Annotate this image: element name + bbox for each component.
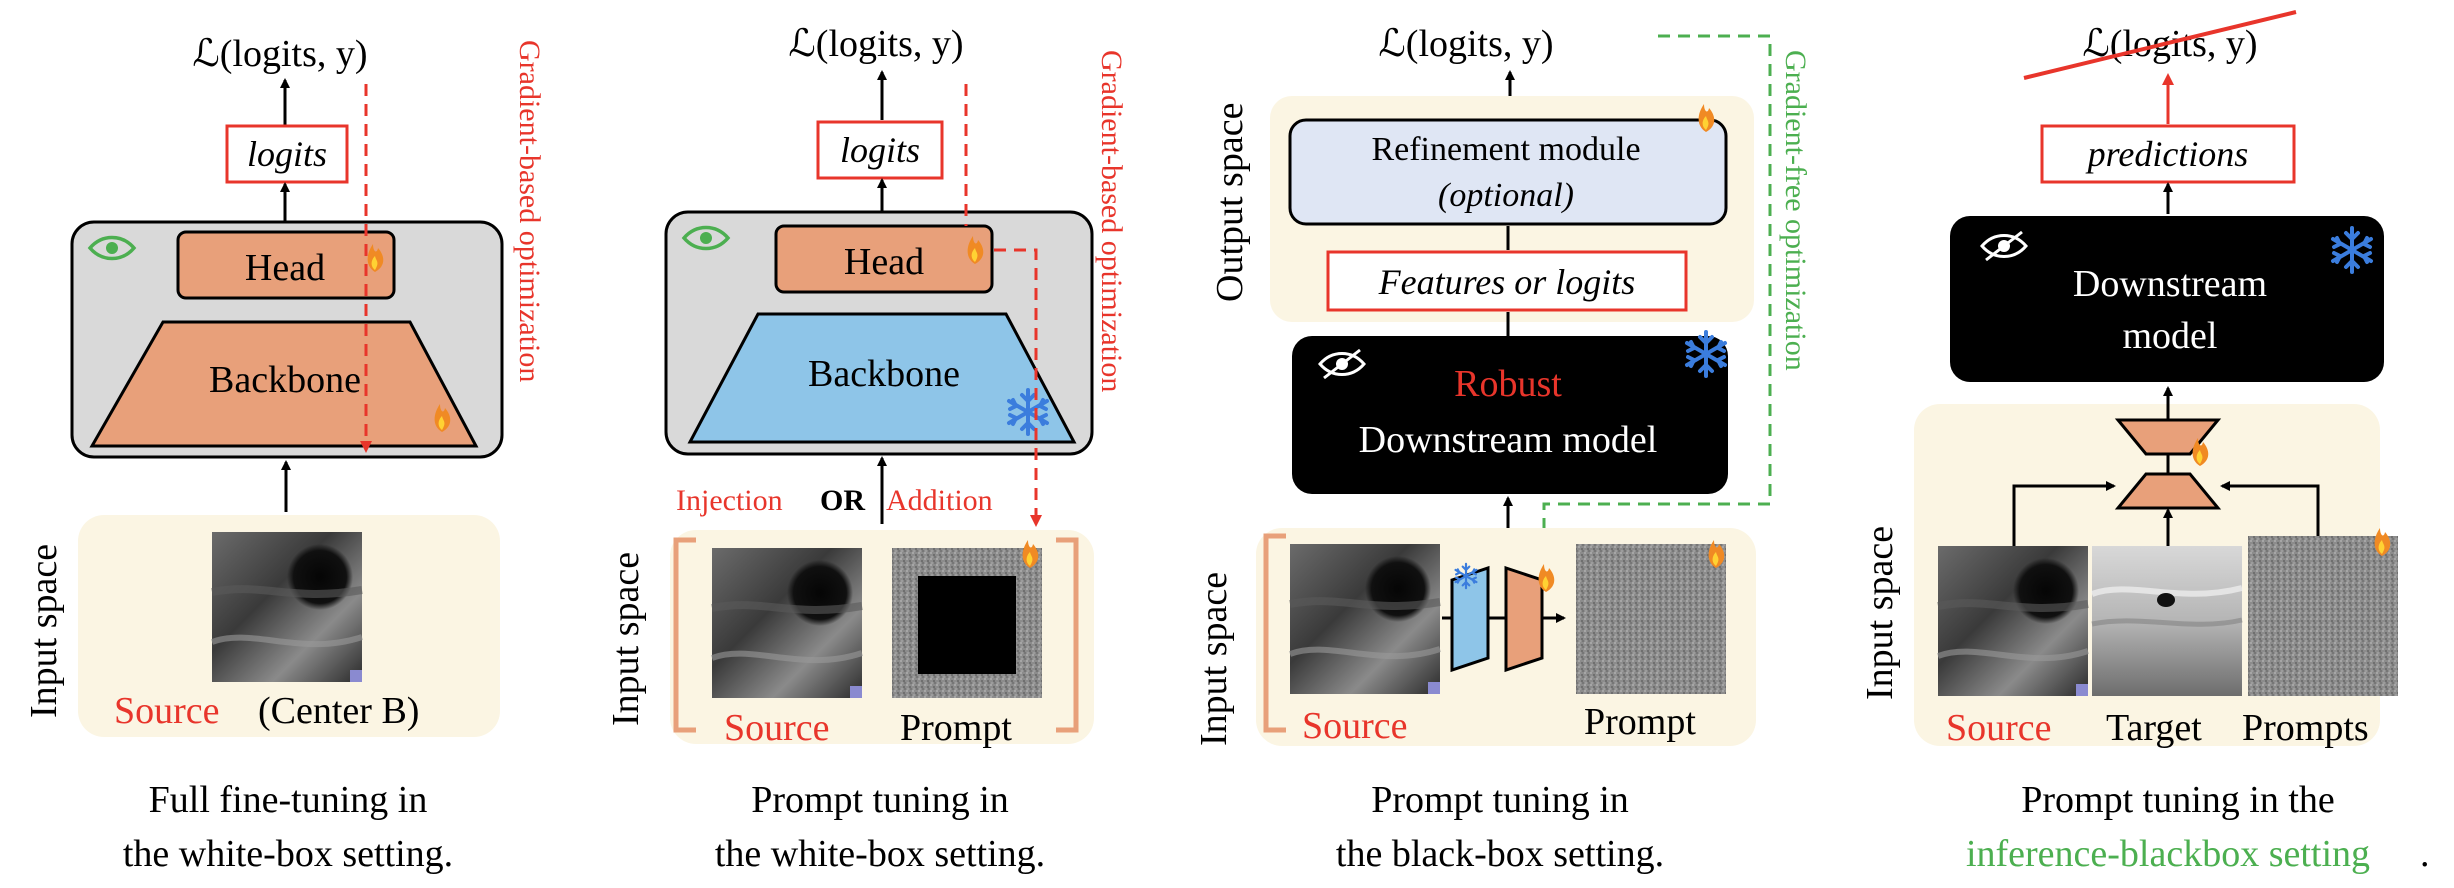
caption-line1: Full fine-tuning in xyxy=(149,779,428,821)
loss-label: ℒ(logits, y) xyxy=(1378,23,1553,65)
refinement-box xyxy=(1288,118,1728,226)
source-label: Source xyxy=(1946,707,2052,749)
input-space-label: Input space xyxy=(1859,526,1901,700)
head-box xyxy=(176,230,396,300)
input-space-label: Input space xyxy=(23,544,65,718)
prompt-label: Prompt xyxy=(900,707,1012,749)
opt-label: Gradient-free optimization xyxy=(1779,50,1812,371)
source-label: Source xyxy=(724,707,830,749)
source-suffix: (Center B) xyxy=(258,690,419,732)
predictions-label: predictions xyxy=(2085,134,2249,174)
source-image xyxy=(212,532,362,682)
caption-line1: Prompt tuning in the xyxy=(2021,779,2335,821)
downstream-model-box xyxy=(1292,336,1728,494)
input-space-label: Input space xyxy=(605,552,647,726)
eye-off-icon xyxy=(1980,230,2028,262)
bracket-left xyxy=(1263,533,1286,733)
addition-label: Addition xyxy=(886,484,993,517)
caption-line2: the black-box setting. xyxy=(1336,833,1664,875)
features-box xyxy=(1326,250,1688,312)
source-image xyxy=(1938,546,2088,696)
prompt-image xyxy=(1576,544,1726,694)
loss-label: ℒ(logits, y) xyxy=(192,33,367,75)
downstream-model-box xyxy=(1950,216,2384,382)
arrow-source-to-converter xyxy=(2012,481,2116,546)
panel-prompt-inference-blackbox: ℒ(logits, y) predictions Downstream mode… xyxy=(1859,10,2430,875)
caption-period: . xyxy=(2420,833,2430,875)
backbone-label: Backbone xyxy=(209,359,361,401)
backbone-trapezoid xyxy=(687,312,1077,444)
downstream-line1: Downstream xyxy=(2073,263,2267,305)
prompt-label: Prompt xyxy=(1584,701,1696,743)
bracket-left xyxy=(673,537,696,733)
caption-line2: inference-blackbox setting xyxy=(1966,833,2370,875)
hourglass-converter-icon xyxy=(1450,565,1566,673)
eye-icon xyxy=(681,225,731,251)
input-space-label: Input space xyxy=(1193,572,1235,746)
strike-through xyxy=(2023,10,2297,80)
output-space-label: Output space xyxy=(1209,103,1251,302)
refine-line2: (optional) xyxy=(1438,177,1574,214)
opt-label: Gradient-based optimization xyxy=(513,40,546,382)
head-label: Head xyxy=(844,241,924,283)
loss-label: ℒ(logits, y) xyxy=(788,23,963,65)
caption-line1: Prompt tuning in xyxy=(1371,779,1629,821)
refine-line1: Refinement module xyxy=(1371,131,1640,168)
eye-off-icon xyxy=(1318,348,1366,380)
downstream-line2: model xyxy=(2123,315,2218,357)
head-box xyxy=(774,224,994,294)
logits-label: logits xyxy=(840,130,920,170)
target-label: Target xyxy=(2106,707,2202,749)
or-label: OR xyxy=(820,484,865,517)
prompts-image xyxy=(2248,536,2398,696)
prompts-label: Prompts xyxy=(2242,707,2369,749)
gradient-arrow-to-prompt xyxy=(994,248,1042,527)
backbone-trapezoid xyxy=(89,320,479,448)
panel-prompt-blackbox: ℒ(logits, y) Output space Refinement mod… xyxy=(1193,23,1812,875)
panel-full-finetuning: ℒ(logits, y) logits Head Backbone Gradie… xyxy=(23,33,546,875)
caption-line1: Prompt tuning in xyxy=(751,779,1009,821)
backbone-label: Backbone xyxy=(808,353,960,395)
prompt-mask xyxy=(918,576,1016,674)
caption-line2: the white-box setting. xyxy=(715,833,1045,875)
predictions-box xyxy=(2040,124,2296,184)
hourglass-converter-icon xyxy=(2114,418,2222,510)
logits-box xyxy=(816,120,944,180)
eye-icon xyxy=(87,235,137,261)
caption-line2: the white-box setting. xyxy=(123,833,453,875)
source-image xyxy=(1290,544,1440,694)
gradient-free-arrow xyxy=(1538,34,1772,563)
opt-label: Gradient-based optimization xyxy=(1095,50,1128,392)
logits-label: logits xyxy=(247,134,327,174)
source-label: Source xyxy=(1302,705,1408,747)
panel-prompt-whitebox: ℒ(logits, y) logits Head Backbone Gradie… xyxy=(605,23,1128,875)
bracket-right xyxy=(1056,537,1079,733)
arrow-prompts-to-converter xyxy=(2220,481,2320,546)
source-image xyxy=(712,548,862,698)
source-label: Source xyxy=(114,690,220,732)
head-label: Head xyxy=(245,247,325,289)
robust-label: Robust xyxy=(1454,363,1562,405)
features-label: Features or logits xyxy=(1378,262,1636,302)
target-image xyxy=(2090,546,2243,696)
injection-label: Injection xyxy=(676,484,783,517)
downstream-label: Downstream model xyxy=(1359,419,1658,461)
